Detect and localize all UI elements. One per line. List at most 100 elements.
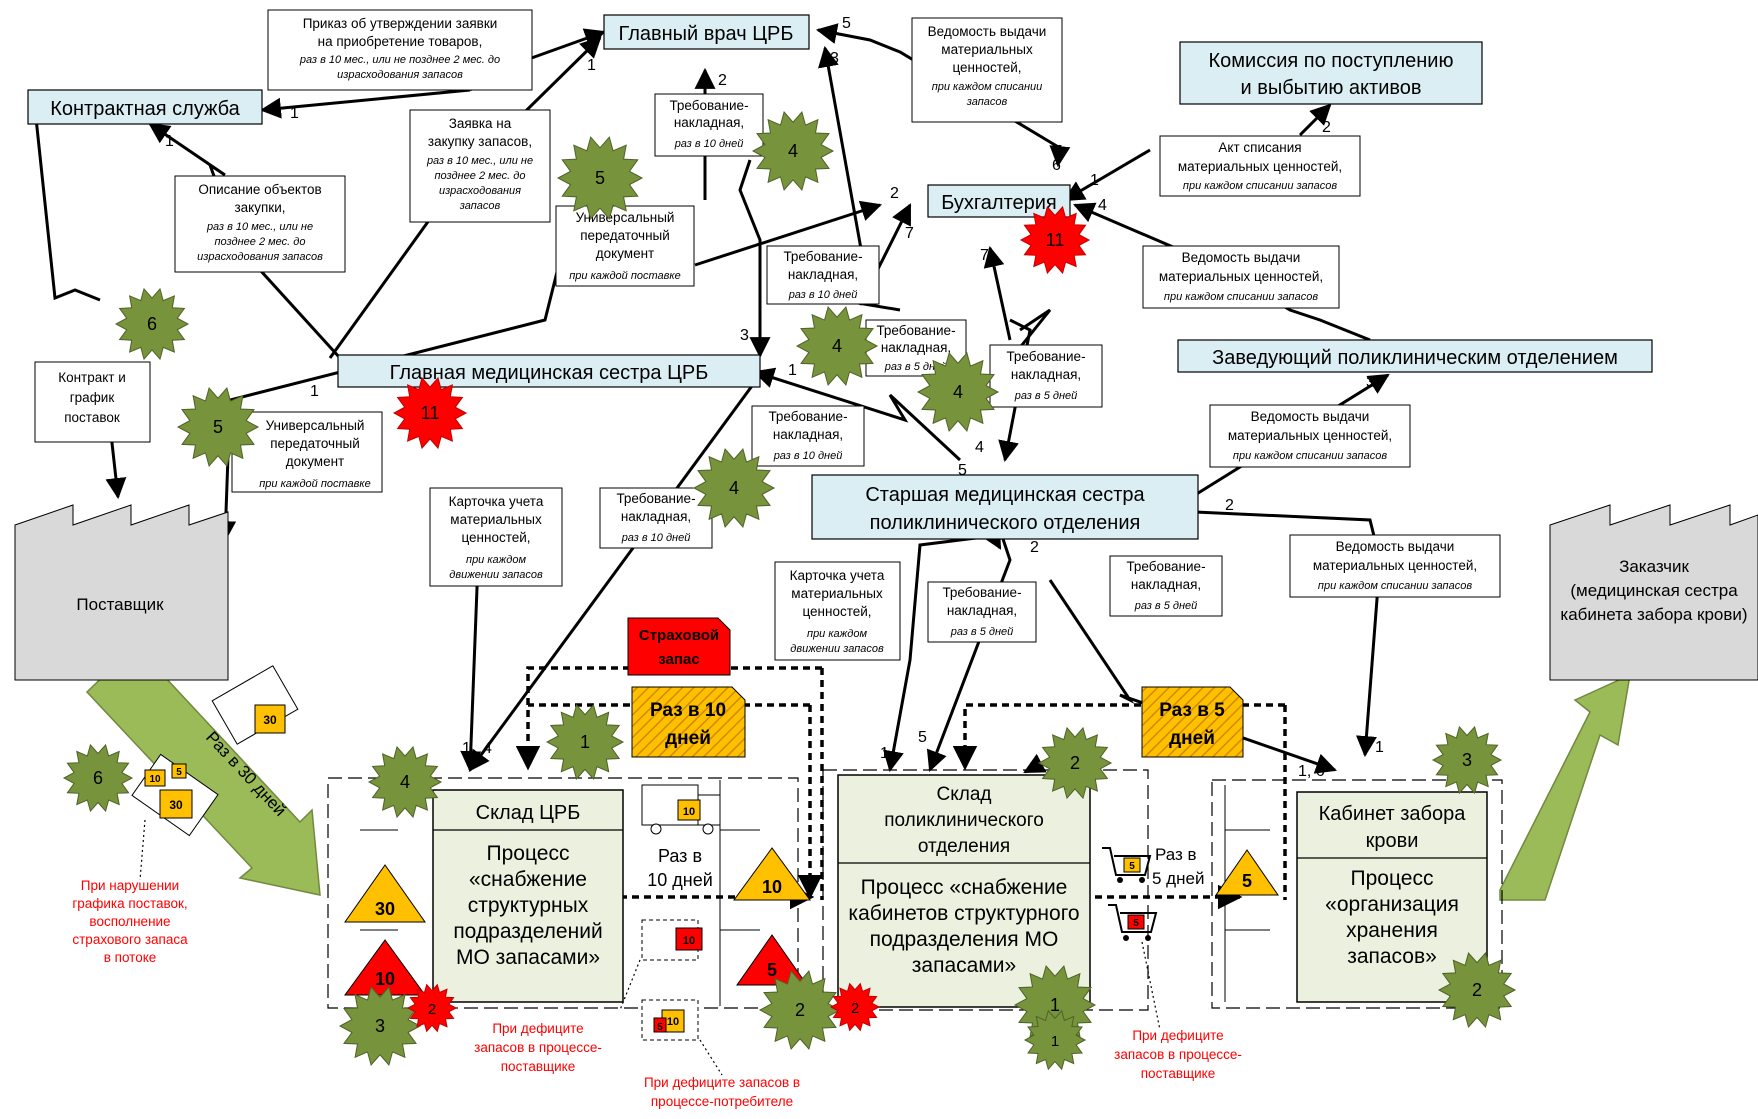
blood-room-body-4: запасов» <box>1347 945 1437 968</box>
doc-udoc1: Универсальный передаточный документ при … <box>555 205 695 287</box>
svg-text:закупку запасов,: закупку запасов, <box>428 134 532 149</box>
green-burst-16: 6 <box>62 743 134 813</box>
svg-text:ценностей,: ценностей, <box>461 530 530 545</box>
green-burst-label: 1 <box>580 732 590 752</box>
every10-line-1: Раз в 10 <box>650 700 726 721</box>
svg-text:документ: документ <box>286 454 344 469</box>
green-burst-label: 1 <box>1051 1033 1059 1050</box>
doc-ledger-right: Ведомость выдачи материальных ценностей,… <box>1142 245 1340 309</box>
documents: Приказ об утверждении заявки на приобрет… <box>34 9 1501 661</box>
warehouse-crb-title: Склад ЦРБ <box>476 802 581 824</box>
doc-req-top: Требование- накладная, раз в 10 дней <box>654 93 764 157</box>
green-burst-label: 2 <box>1472 980 1482 1000</box>
svg-text:накладная,: накладная, <box>674 115 744 130</box>
clinic-head-label: Заведующий поликлиническим отделением <box>1212 347 1618 369</box>
cluster-blood-room: Кабинет забора крови Процесс «организаци… <box>1211 779 1503 1009</box>
blood-room-body-2: «организация <box>1325 893 1459 916</box>
svg-text:Контракт и: Контракт и <box>58 370 126 385</box>
green-burst-6: 4 <box>692 447 776 529</box>
customer-line-1: Заказчик <box>1619 557 1689 576</box>
note-deficit2-3: поставщике <box>1141 1066 1216 1081</box>
red-burst-0: 11 <box>1019 205 1091 275</box>
doc-ledger-br: Ведомость выдачи материальных ценностей,… <box>1289 534 1501 598</box>
note-deficit2-1: При дефиците <box>1132 1028 1223 1043</box>
svg-text:материальных: материальных <box>450 512 542 527</box>
num: 3 <box>1366 374 1375 391</box>
cart-red-icon: 5 <box>1108 904 1158 941</box>
node-clinic-head: Заведующий поликлиническим отделением <box>1177 339 1653 373</box>
supplier-label: Поставщик <box>76 595 164 614</box>
num: 5 <box>918 729 927 746</box>
svg-text:материальных: материальных <box>941 42 1033 57</box>
green-burst-label: 2 <box>1070 753 1080 773</box>
red-burst-label: 2 <box>428 1001 436 1018</box>
red-burst-1: 11 <box>392 376 468 450</box>
num: 2 <box>718 72 727 89</box>
warehouse-clinic-title-1: Склад <box>937 784 992 805</box>
safety-stock-tag: Страховой запас <box>627 617 731 676</box>
svg-text:Карточка учета: Карточка учета <box>449 494 544 509</box>
node-chief-doctor: Главный врач ЦРБ <box>603 14 810 50</box>
svg-text:Универсальный: Универсальный <box>266 418 365 433</box>
svg-text:раз в 10 дней: раз в 10 дней <box>674 138 744 150</box>
green-burst-15: 1 <box>1023 1009 1087 1071</box>
green-burst-4: 4 <box>795 305 879 387</box>
green-burst-label: 6 <box>147 314 157 334</box>
svg-text:30: 30 <box>263 713 277 727</box>
svg-text:Требование-: Требование- <box>616 491 695 506</box>
doc-ledger-clinic: Ведомость выдачи материальных ценностей,… <box>1209 404 1411 468</box>
blood-room-title-2: крови <box>1366 830 1419 852</box>
green-burst-12: 2 <box>758 969 842 1051</box>
doc-req-mid: Требование- накладная, раз в 10 дней <box>766 245 880 305</box>
num: 4 <box>483 740 492 757</box>
green-burst-label: 4 <box>953 382 963 402</box>
green-burst-label: 5 <box>595 168 605 188</box>
doc-ledger-top: Ведомость выдачи материальных ценностей,… <box>911 17 1063 123</box>
warehouse-crb-body-5: МО запасами» <box>456 946 600 969</box>
red-notes: При нарушении графика поставок, восполне… <box>72 878 1242 1109</box>
accounting-label: Бухгалтерия <box>941 192 1057 214</box>
svg-text:израсходования запасов: израсходования запасов <box>197 251 323 263</box>
doc-description: Описание объектов закупки, раз в 10 мес.… <box>174 175 346 273</box>
green-burst-9: 2 <box>1037 726 1113 800</box>
svg-text:30: 30 <box>169 798 183 812</box>
svg-text:раз в 5 дней: раз в 5 дней <box>1134 600 1198 612</box>
note-violation-2: графика поставок, <box>72 896 187 911</box>
svg-text:материальных ценностей,: материальных ценностей, <box>1228 428 1392 443</box>
svg-text:раз в 10 мес., или не: раз в 10 мес., или не <box>426 155 533 167</box>
svg-text:материальных ценностей,: материальных ценностей, <box>1159 269 1323 284</box>
truck-mixed-icon: 10 5 <box>641 999 699 1041</box>
svg-text:накладная,: накладная, <box>947 603 1017 618</box>
svg-text:10: 10 <box>375 969 395 989</box>
safety-stock-line-2: запас <box>658 651 699 668</box>
triangle-30 <box>344 864 426 923</box>
svg-text:при каждом списании: при каждом списании <box>932 81 1043 93</box>
num: 1 <box>290 105 299 122</box>
svg-text:документ: документ <box>596 246 654 261</box>
num: 2 <box>1225 497 1234 514</box>
num: 2 <box>1030 539 1039 556</box>
arrow-supplier-to-warehouse <box>85 643 321 896</box>
doc-req-10c: Требование- накладная, раз в 10 дней <box>751 405 865 467</box>
doc-request: Заявка на закупку запасов, раз в 10 мес.… <box>409 109 551 223</box>
svg-text:раз в 10 дней: раз в 10 дней <box>621 532 691 544</box>
note-violation-1: При нарушении <box>81 878 179 893</box>
svg-text:Ведомость выдачи: Ведомость выдачи <box>1182 250 1301 265</box>
svg-text:накладная,: накладная, <box>621 509 691 524</box>
svg-text:график: график <box>70 390 115 405</box>
svg-text:ценностей,: ценностей, <box>952 60 1021 75</box>
doc-contract: Контракт и график поставок <box>34 361 151 443</box>
num: 2 <box>1322 119 1331 136</box>
node-senior-nurse: Старшая медицинская сестра поликлиническ… <box>811 474 1199 540</box>
inventory-triangles: 30 10 10 5 5 <box>344 847 1279 996</box>
svg-text:Приказ об утверждении заявки: Приказ об утверждении заявки <box>303 16 498 31</box>
svg-text:позднее 2 мес. до: позднее 2 мес. до <box>435 170 526 182</box>
svg-text:Требование-: Требование- <box>876 323 955 338</box>
red-burst-label: 11 <box>1046 230 1065 250</box>
num: 1 <box>880 745 889 762</box>
commission-line-1: Комиссия по поступлению <box>1209 50 1454 72</box>
svg-text:10: 10 <box>683 935 695 947</box>
num: 3 <box>830 50 839 67</box>
